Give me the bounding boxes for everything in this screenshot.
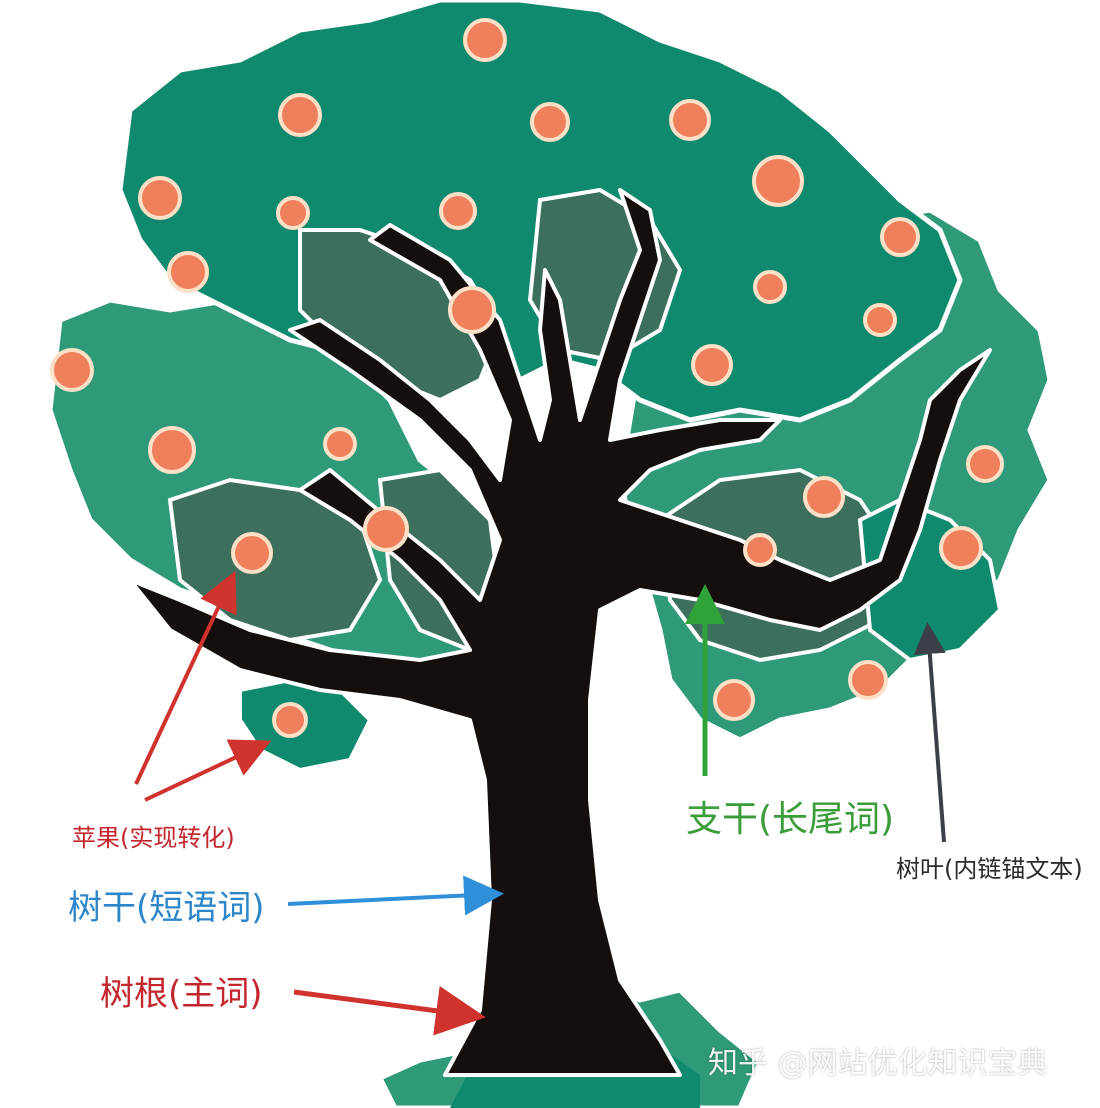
apple-arrow-upper: [134, 570, 237, 785]
fruit: [276, 196, 310, 230]
fruit: [752, 155, 804, 207]
apple-label: 苹果(实现转化): [72, 824, 235, 852]
trunk-arrow: [287, 875, 504, 916]
apple-arrow-lower: [144, 739, 272, 802]
fruit: [753, 270, 787, 304]
tree-trunk: [128, 188, 992, 1077]
annotation-arrows: [134, 570, 946, 1036]
fruit: [363, 506, 409, 552]
watermark: 知乎 @网站优化知识宝典: [708, 1046, 1048, 1081]
fruit: [966, 445, 1004, 483]
leaf-arrow: [913, 622, 946, 843]
fruit: [863, 303, 897, 337]
fruit: [439, 192, 477, 230]
fruit: [50, 348, 94, 392]
fruit: [448, 286, 496, 334]
fruit: [231, 532, 273, 574]
fruit: [743, 533, 777, 567]
root-arrow: [293, 985, 486, 1036]
fruit: [691, 344, 733, 386]
fruit: [803, 476, 845, 518]
fruit: [148, 426, 196, 474]
fruit: [272, 702, 308, 738]
leaf-label: 树叶(内链锚文本): [896, 855, 1083, 883]
fruit: [167, 251, 209, 293]
fruit: [138, 176, 182, 220]
fruits: [50, 18, 1004, 738]
trunk-label: 树干(短语词): [68, 888, 265, 928]
branch-label: 支干(长尾词): [686, 799, 895, 840]
fruit: [323, 427, 357, 461]
fruit: [530, 102, 570, 142]
fruit: [463, 18, 507, 62]
fruit: [848, 660, 888, 700]
fruit: [278, 93, 322, 137]
root-label: 树根(主词): [100, 974, 263, 1014]
fruit: [939, 526, 983, 570]
fruit: [713, 679, 755, 721]
fruit: [880, 217, 920, 257]
fruit: [669, 99, 711, 141]
